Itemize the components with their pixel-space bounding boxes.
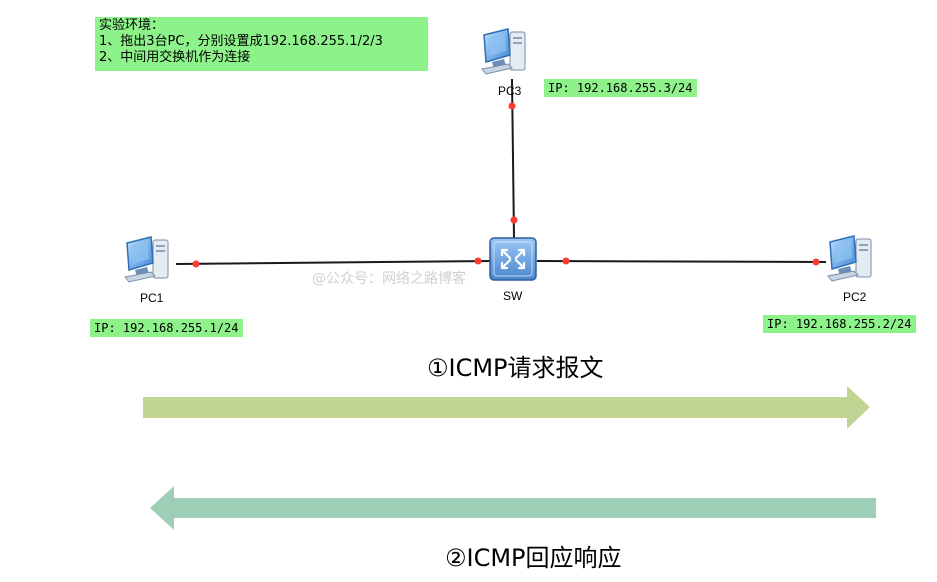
request-caption: ①ICMP请求报文: [427, 354, 604, 382]
note-line: 实验环境：: [99, 18, 165, 33]
pc2-ip-label: IP: 192.168.255.2/24: [763, 315, 916, 333]
pc2-icon[interactable]: [827, 235, 872, 282]
pc1-icon[interactable]: [124, 236, 169, 283]
experiment-note: 实验环境： 1、拖出3台PC，分别设置成192.168.255.1/2/3 2、…: [95, 17, 428, 71]
port-dot-sw-left: [474, 257, 482, 265]
switch-label: SW: [503, 289, 523, 303]
note-line: 1、拖出3台PC，分别设置成192.168.255.1/2/3: [99, 34, 383, 49]
note-line: 2、中间用交换机作为连接: [99, 50, 251, 65]
port-dot-pc2: [812, 258, 820, 266]
port-dot-sw-top: [510, 216, 518, 224]
request-arrow: [143, 386, 870, 429]
pc1-ip-label: IP: 192.168.255.1/24: [90, 319, 243, 337]
pc2-label: PC2: [843, 290, 867, 304]
switch-icon[interactable]: [489, 237, 537, 281]
port-dot-pc1: [192, 260, 200, 268]
port-dot-sw-right: [562, 257, 570, 265]
pc3-icon[interactable]: [481, 28, 526, 75]
watermark-text: @公众号：网络之路博客: [312, 271, 466, 287]
port-dot-pc3: [508, 102, 516, 110]
pc3-label: PC3: [498, 84, 522, 98]
reply-caption: ②ICMP回应响应: [445, 544, 622, 572]
link-sw-pc2: [536, 260, 827, 263]
link-pc1-sw: [175, 260, 494, 265]
pc3-ip-label: IP: 192.168.255.3/24: [544, 79, 697, 97]
reply-arrow: [150, 486, 876, 530]
pc1-label: PC1: [140, 291, 164, 305]
